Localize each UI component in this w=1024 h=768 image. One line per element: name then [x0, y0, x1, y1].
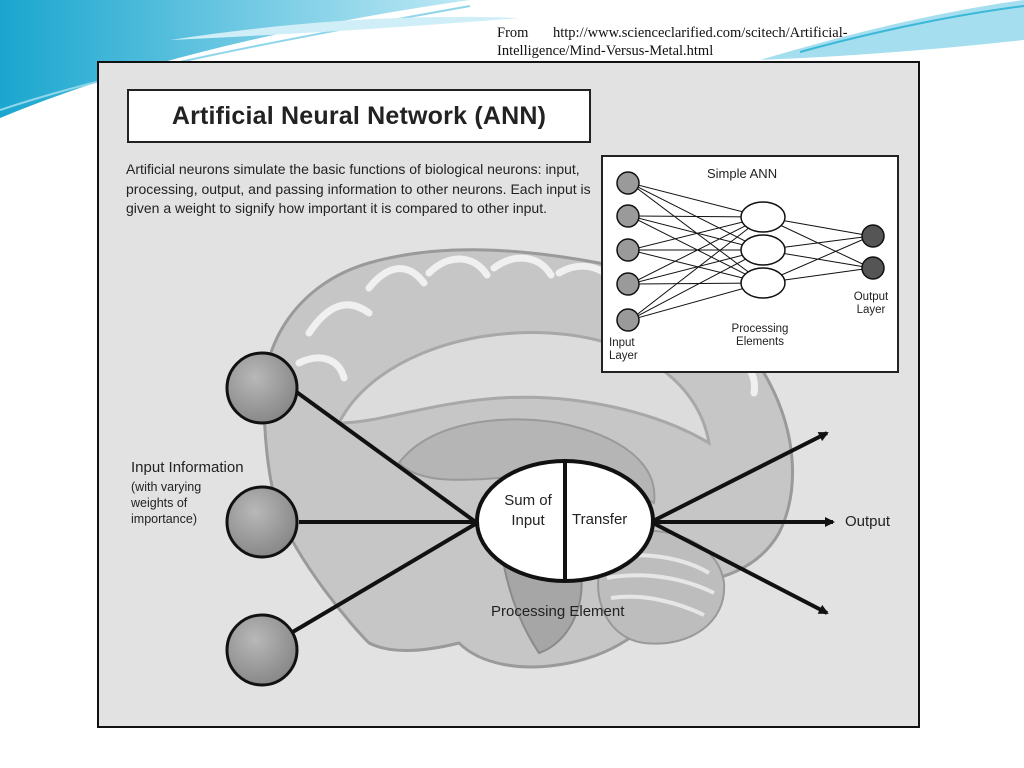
- input-node-3: [225, 613, 299, 687]
- transfer-label: Transfer: [572, 511, 628, 528]
- output-arrow-up: [650, 431, 829, 524]
- input-weights-note: (with varying weights of importance): [131, 480, 202, 526]
- inset-input-node-3: [616, 238, 640, 262]
- output-label: Output: [845, 513, 891, 530]
- source-from-label: From: [497, 25, 529, 41]
- inset-input-layer-label: Input Layer: [609, 337, 638, 362]
- simple-ann-links: [629, 182, 872, 321]
- source-url-line2: Intelligence/Mind-Versus-Metal.html: [497, 43, 714, 59]
- inset-output-node-2: [861, 256, 885, 280]
- inset-processing-nodes: [740, 201, 786, 299]
- inset-processing-elements-label: Processing Elements: [731, 323, 789, 348]
- inset-processing-node-2: [740, 234, 786, 266]
- top-center-swoosh: [170, 16, 520, 40]
- figure-title: Artificial Neural Network (ANN): [171, 101, 547, 130]
- top-left-swoosh: [0, 0, 470, 118]
- inset-processing-node-1: [740, 201, 786, 233]
- figure-title-box: Artificial Neural Network (ANN): [127, 89, 591, 143]
- output-arrow-down: [650, 520, 829, 615]
- inset-input-node-2: [616, 204, 640, 228]
- inset-input-nodes: [616, 171, 640, 332]
- inset-title: Simple ANN: [707, 166, 778, 181]
- inset-output-node-1: [861, 224, 885, 248]
- processing-element-label: Processing Element: [491, 603, 625, 620]
- figure-description: Artificial neurons simulate the basic fu…: [126, 161, 591, 216]
- inset-input-node-4: [616, 272, 640, 296]
- input-connection-1: [289, 386, 479, 525]
- brain-core: [397, 418, 656, 505]
- input-node-1: [225, 351, 299, 425]
- source-citation: From http://www.scienceclarified.com/scit…: [497, 24, 1017, 60]
- inset-processing-node-3: [740, 267, 786, 299]
- inset-output-nodes: [861, 224, 885, 280]
- inset-output-layer-label: Output Layer: [853, 291, 889, 316]
- simple-ann-inset: Simple ANN Input Layer Processing Elemen…: [601, 155, 899, 373]
- sum-of-input-label: Sum of Input: [504, 492, 552, 529]
- inset-input-node-5: [616, 308, 640, 332]
- ann-figure: Artificial Neural Network (ANN) Artifici…: [97, 61, 920, 728]
- input-information-label: Input Information: [131, 459, 244, 476]
- input-connection-3: [289, 521, 479, 635]
- top-right-swoosh-line: [799, 5, 1024, 53]
- simple-ann-network: [616, 171, 885, 332]
- input-node-2: [225, 485, 299, 559]
- source-url-line1: http://www.scienceclarified.com/scitech/…: [553, 25, 848, 41]
- inset-input-node-1: [616, 171, 640, 195]
